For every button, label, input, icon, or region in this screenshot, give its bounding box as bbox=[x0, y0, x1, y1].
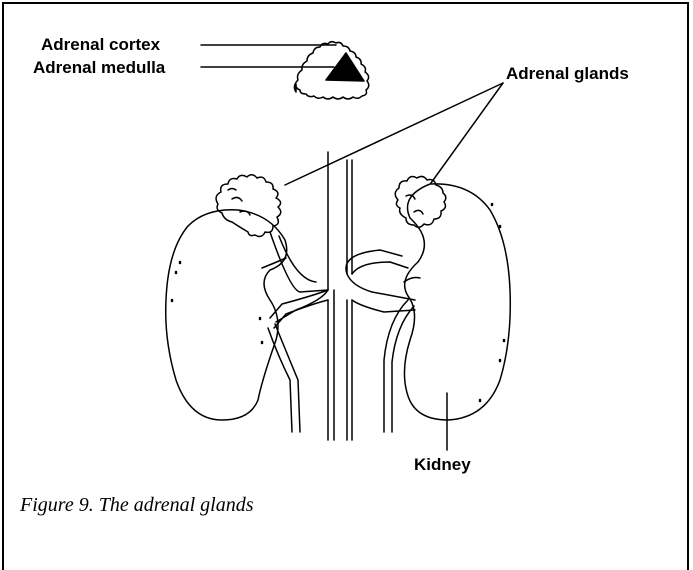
left-kidney bbox=[166, 210, 287, 420]
left-ureter bbox=[268, 324, 300, 432]
aorta bbox=[347, 160, 415, 440]
adrenal-cortex-label: Adrenal cortex bbox=[41, 35, 160, 55]
vena-cava bbox=[276, 152, 334, 440]
left-adrenal-gland bbox=[216, 175, 281, 237]
right-kidney bbox=[404, 184, 510, 420]
kidney-label: Kidney bbox=[414, 455, 471, 475]
adrenal-medulla-label: Adrenal medulla bbox=[33, 58, 165, 78]
kidney-shading bbox=[172, 204, 504, 401]
figure-caption: Figure 9. The adrenal glands bbox=[20, 494, 254, 517]
right-ureter bbox=[384, 300, 414, 432]
adrenal-glands-label: Adrenal glands bbox=[506, 64, 629, 84]
adrenal-glands-leader-right bbox=[431, 83, 503, 183]
